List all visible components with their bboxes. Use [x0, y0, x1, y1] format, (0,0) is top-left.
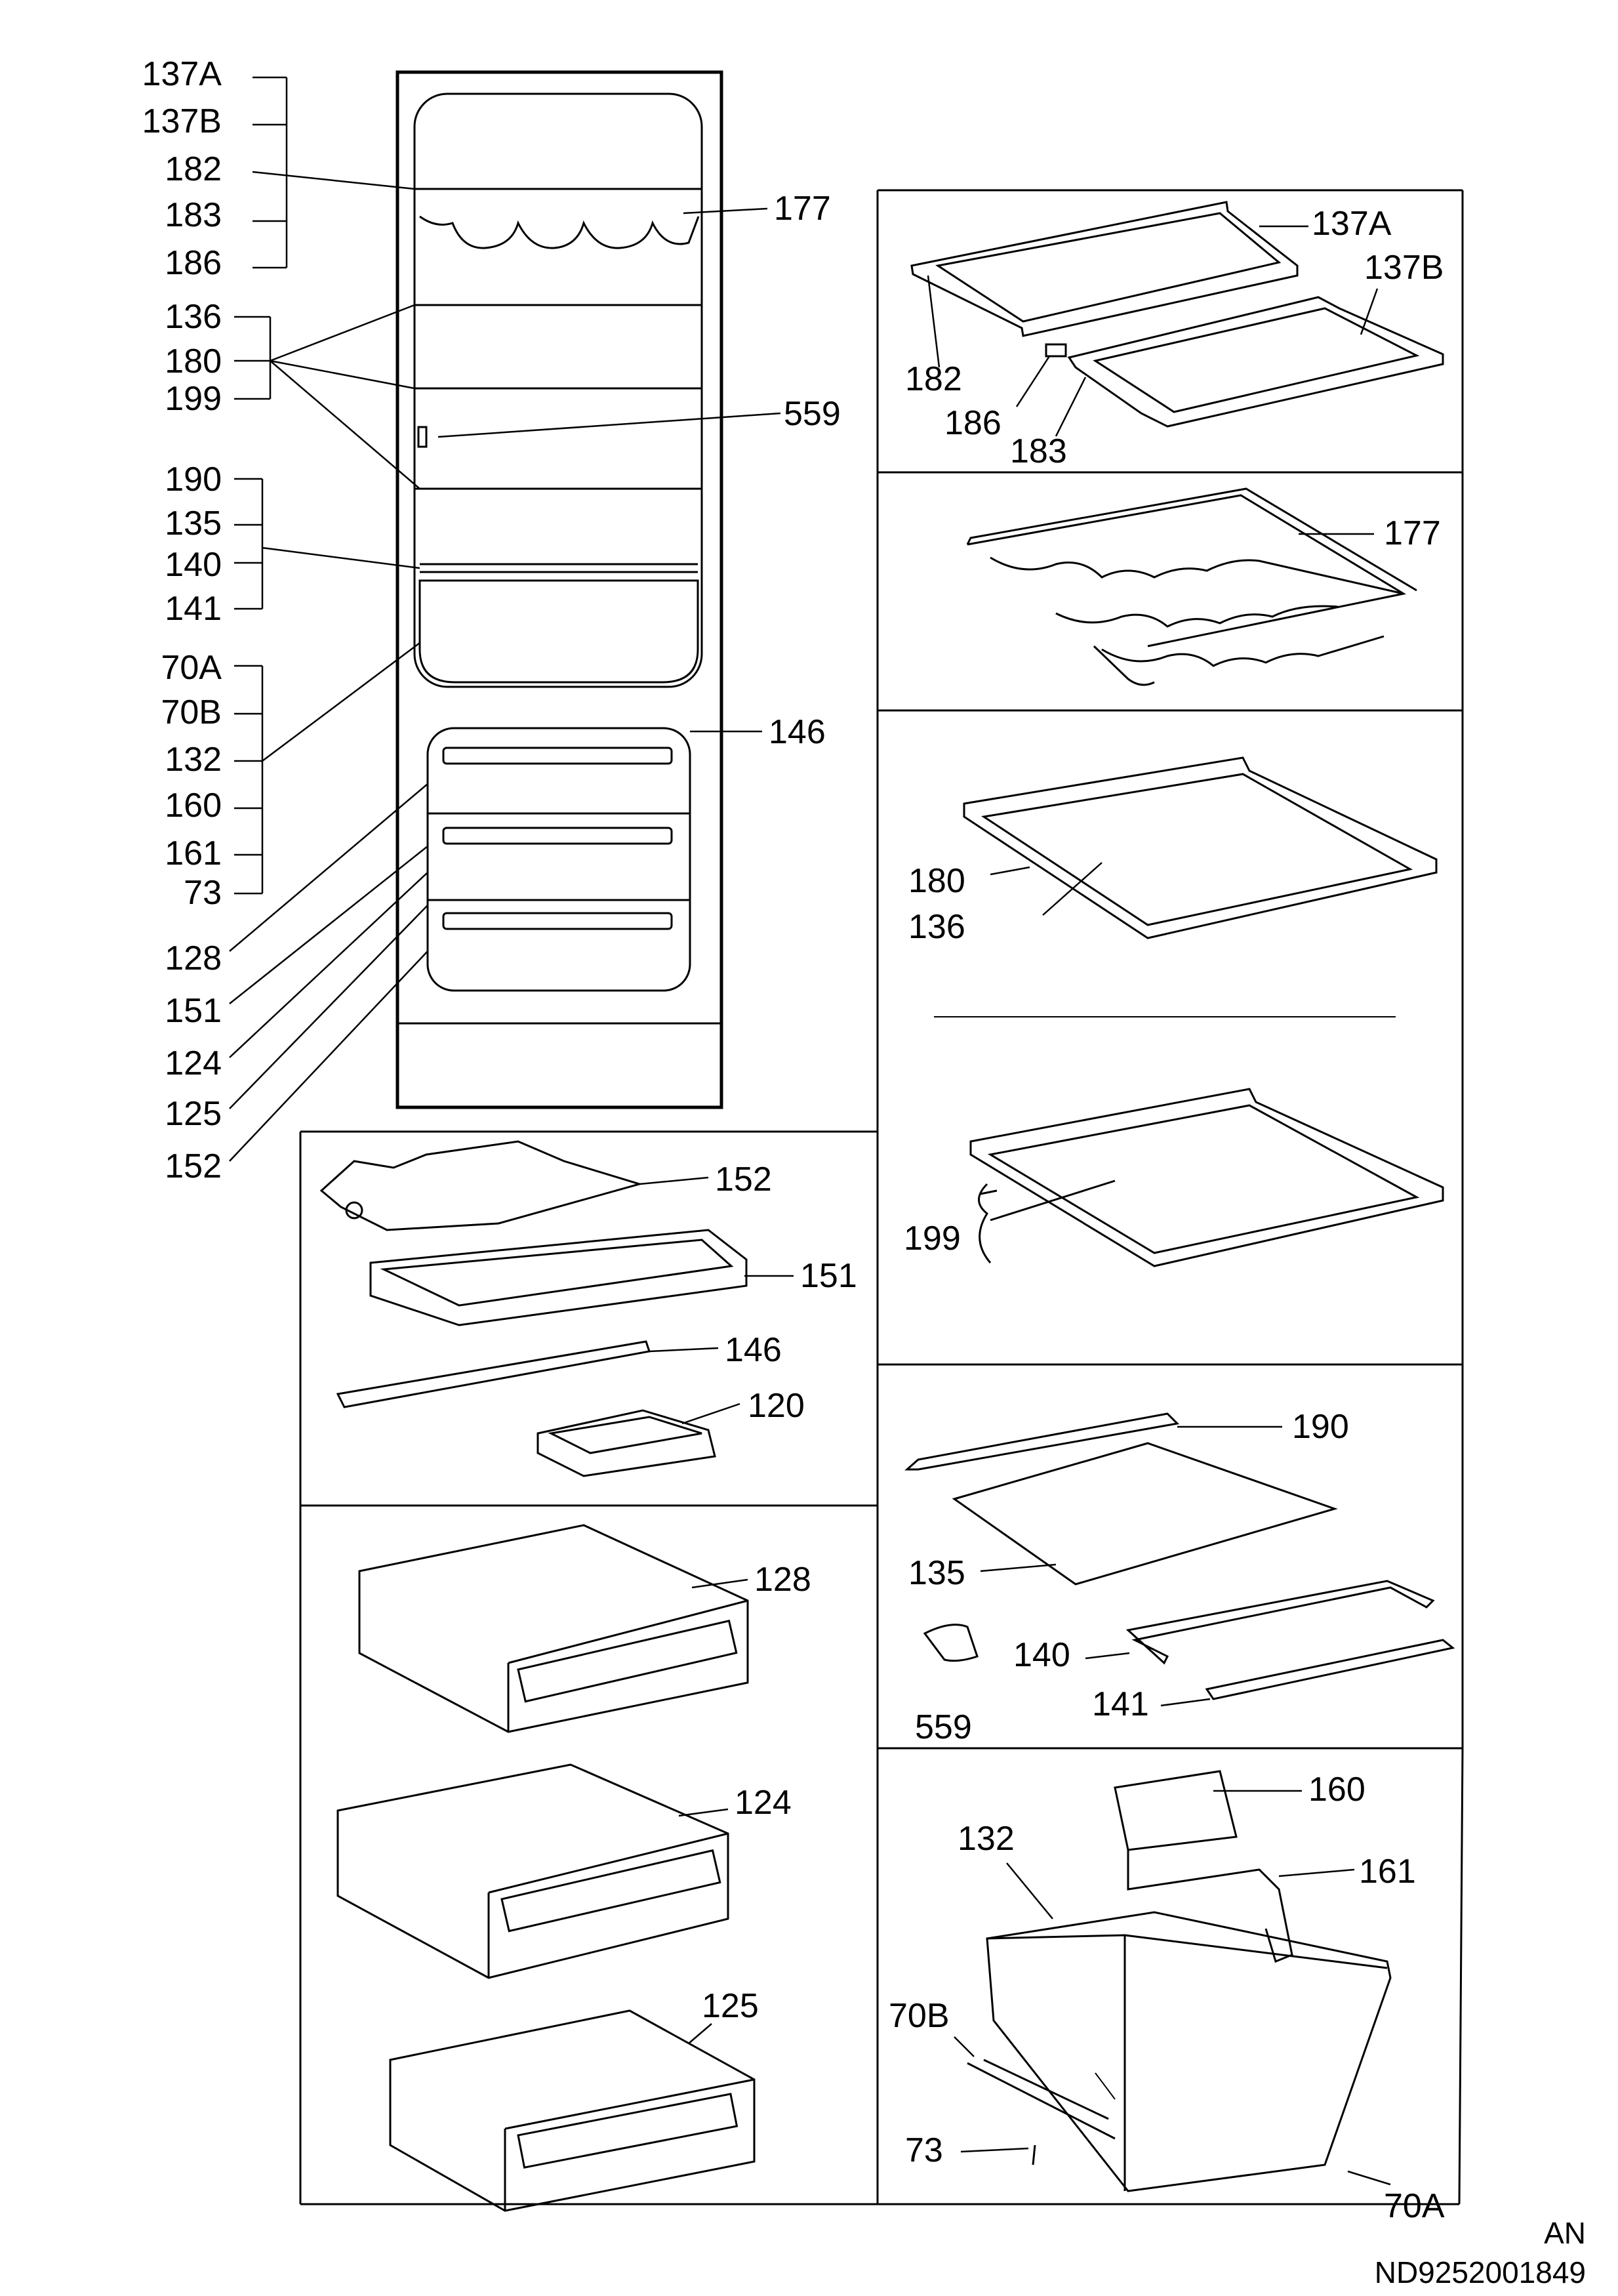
part-label: 70A [1384, 2187, 1445, 2225]
crisper-drawer-132-illustration [954, 1770, 1392, 2192]
part-label: 124 [735, 1784, 792, 1822]
part-label: 151 [165, 992, 222, 1030]
part-label: 132 [165, 741, 222, 779]
part-label: 128 [165, 939, 222, 977]
part-label: AN [1544, 2216, 1586, 2250]
part-label: 125 [165, 1095, 222, 1133]
part-label: ND9252001849 [1375, 2255, 1586, 2289]
part-label: 141 [165, 590, 222, 628]
part-label: 73 [184, 874, 222, 912]
freezer-parts-illustration [319, 1140, 794, 1477]
part-label: 136 [165, 298, 222, 336]
freezer-drawers-illustration [336, 1524, 756, 2212]
part-label: 190 [165, 461, 222, 499]
part-label: 182 [905, 360, 962, 398]
part-label: 70A [161, 649, 222, 687]
wine-rack-177-illustration [966, 487, 1417, 686]
part-label: 190 [1292, 1408, 1349, 1446]
glass-shelf-180-illustration [963, 756, 1438, 939]
glass-shelf-137-illustration [910, 201, 1444, 437]
part-label: 152 [165, 1147, 222, 1185]
part-label: 180 [165, 342, 222, 380]
part-label: 124 [165, 1044, 222, 1082]
fridge-cabinet [395, 70, 723, 1109]
part-label: 199 [165, 380, 222, 418]
part-label: 160 [1308, 1771, 1365, 1809]
part-label: 137B [142, 102, 222, 140]
part-label: 183 [165, 196, 222, 234]
part-label: 146 [725, 1331, 782, 1369]
part-label: 186 [944, 404, 1001, 442]
part-label: 136 [908, 908, 965, 946]
glass-shelf-135-illustration [904, 1412, 1455, 1707]
part-label: 137A [142, 55, 222, 93]
left-leaders [229, 76, 781, 1162]
part-label: 135 [165, 504, 222, 543]
part-label: 186 [165, 244, 222, 282]
part-label: 559 [915, 1708, 972, 1746]
part-label: 199 [904, 1220, 961, 1258]
part-label: 160 [165, 787, 222, 825]
part-labels: 137A137B18218318613618019919013514014170… [142, 55, 1586, 2289]
panel-borders [299, 189, 1464, 2205]
part-label: 120 [748, 1387, 805, 1425]
part-label: 137A [1312, 205, 1392, 243]
part-label: 132 [958, 1820, 1015, 1858]
part-label: 180 [908, 862, 965, 900]
part-label: 137B [1364, 249, 1444, 287]
part-label: 140 [1013, 1636, 1070, 1674]
part-label: 141 [1092, 1685, 1149, 1723]
part-label: 182 [165, 150, 222, 188]
part-label: 70B [889, 1997, 950, 2035]
part-label: 161 [1359, 1853, 1416, 1891]
part-label: 161 [165, 834, 222, 872]
part-label: 128 [754, 1561, 811, 1599]
part-label: 146 [769, 713, 826, 751]
part-label: 152 [715, 1160, 772, 1199]
part-label: 73 [905, 2131, 943, 2169]
part-label: 183 [1010, 432, 1067, 470]
part-label: 70B [161, 693, 222, 731]
part-label: 151 [800, 1257, 857, 1295]
part-label: 140 [165, 546, 222, 584]
glass-shelf-199-illustration [969, 1088, 1444, 1267]
part-label: 135 [908, 1554, 965, 1592]
part-label: 559 [784, 395, 841, 433]
part-label: 177 [774, 190, 831, 228]
part-label: 177 [1384, 514, 1441, 552]
part-label: 125 [702, 1987, 759, 2025]
